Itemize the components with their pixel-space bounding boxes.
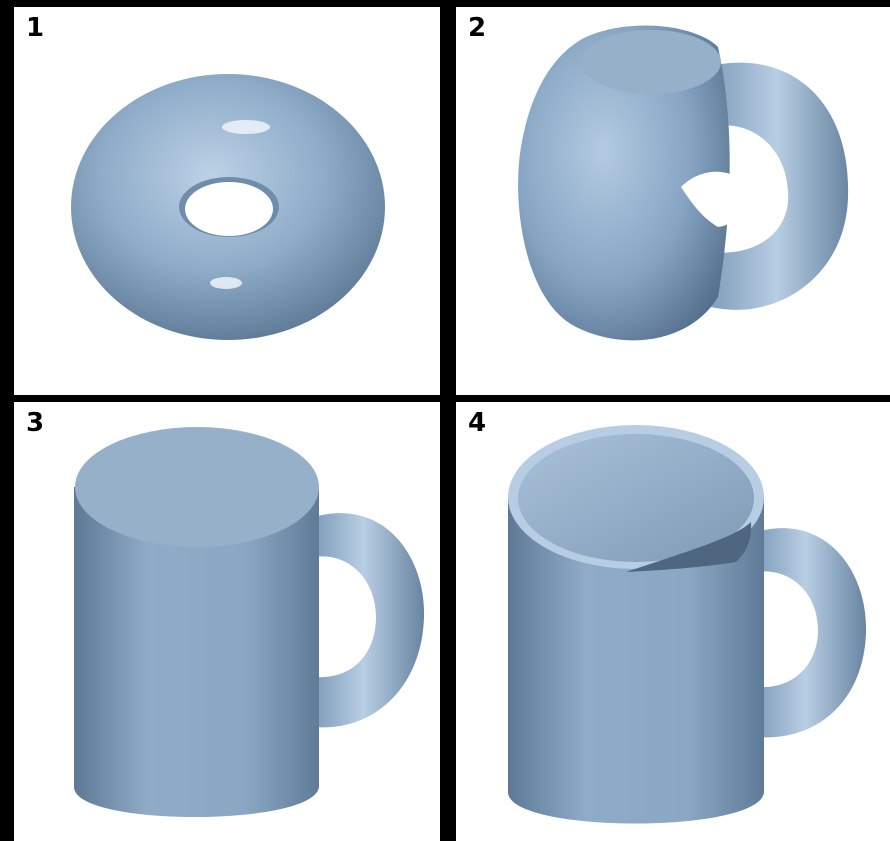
- panel-2: 2: [456, 7, 890, 395]
- torus-shape: [71, 74, 385, 340]
- panel-4: 4: [456, 402, 890, 841]
- panel-number: 1: [26, 13, 45, 43]
- panel-number: 3: [26, 408, 45, 438]
- panel-number: 2: [468, 13, 487, 43]
- deformed-torus-shape: [518, 25, 849, 341]
- panel-3: 3: [14, 402, 440, 841]
- solid-mug-shape: [74, 427, 425, 817]
- panel-number: 4: [468, 408, 487, 438]
- hollow-mug-shape: [508, 425, 867, 824]
- panel-1: 1: [14, 7, 440, 395]
